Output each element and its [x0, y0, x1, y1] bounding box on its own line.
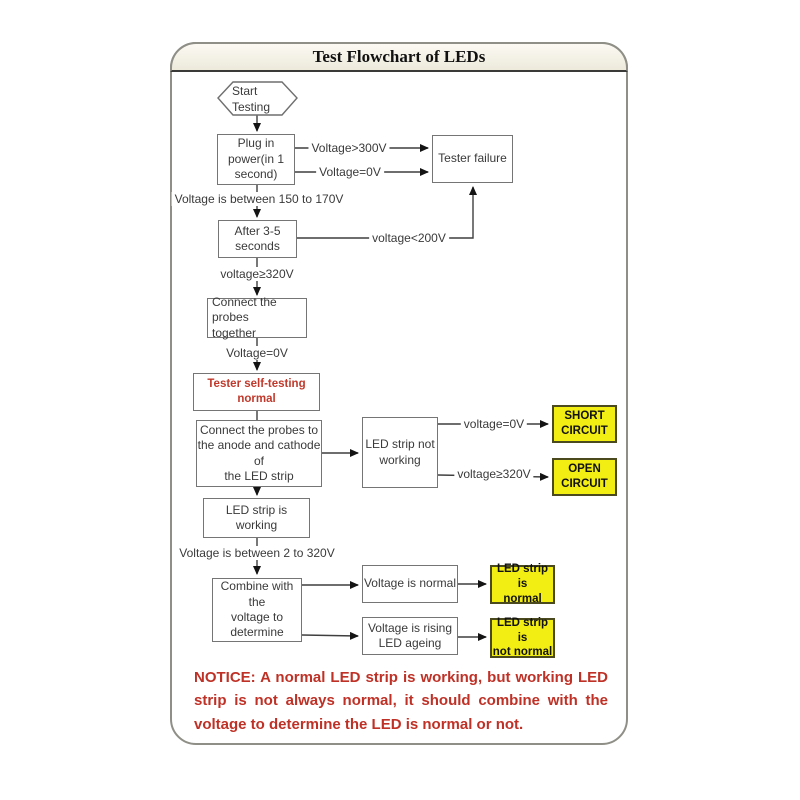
node-start: Start Testing [232, 84, 271, 114]
node-tester-failure: Tester failure [432, 135, 513, 183]
node-label: Voltage is normal [363, 576, 457, 591]
node-voltage-is-normal: Voltage is normal [362, 565, 458, 603]
notice-text: NOTICE: A normal LED strip is working, b… [194, 666, 608, 736]
node-label: Plug in power(in 1 second) [227, 136, 285, 182]
edge-label-voltage-ge-320-top: voltage≥320V [217, 267, 297, 281]
node-after-3-5-seconds: After 3-5 seconds [218, 220, 297, 258]
node-led-strip-is-normal: LED strip is normal [490, 563, 555, 605]
node-label: After 3-5 seconds [234, 223, 281, 253]
node-combine-with-voltage: Combine with the voltage to determine [212, 578, 302, 642]
node-tester-self-testing-normal: Tester self-testing normal [193, 373, 320, 411]
node-label: Tester self-testing normal [207, 378, 306, 405]
node-label: LED strip is not normal [492, 616, 553, 659]
notice-body: A normal LED strip is working, but worki… [194, 669, 608, 733]
node-label: Connect the probes to the anode and cath… [197, 422, 321, 483]
edge-label-voltage-2-320: Voltage is between 2 to 320V [176, 546, 338, 560]
edge-label-voltage-gt-300: Voltage>300V [308, 141, 390, 155]
node-open-circuit: OPEN CIRCUIT [552, 458, 617, 496]
node-plug-in-power: Plug in power(in 1 second) [217, 134, 295, 185]
edge-label-voltage-eq-0-right: voltage=0V [460, 417, 528, 431]
node-label: OPEN CIRCUIT [561, 463, 608, 490]
edge-label-voltage-150-170: Voltage is between 150 to 170V [171, 192, 347, 206]
edge-label-voltage-ge-320-right: voltage≥320V [454, 467, 534, 481]
edge-label-voltage-eq-0-mid: Voltage=0V [223, 346, 291, 360]
edge-label-voltage-eq-0-top: Voltage=0V [316, 165, 384, 179]
notice-prefix: NOTICE: [194, 669, 256, 686]
node-label: LED strip is normal [496, 563, 549, 605]
node-label: Combine with the voltage to determine [220, 579, 294, 640]
node-label: Connect the probes together [212, 294, 277, 340]
page-title: Test Flowchart of LEDs [312, 47, 486, 66]
node-short-circuit: SHORT CIRCUIT [552, 405, 617, 443]
node-voltage-is-rising: Voltage is rising LED ageing [362, 617, 458, 655]
node-label: LED strip is working [225, 502, 288, 532]
flowchart-title-bar: Test Flowchart of LEDs [170, 42, 628, 72]
node-label: Voltage is rising LED ageing [367, 620, 453, 650]
node-connect-probes-anode-cathode: Connect the probes to the anode and cath… [196, 420, 322, 487]
edge-label-voltage-lt-200: voltage<200V [369, 231, 449, 245]
node-label: Tester failure [438, 151, 507, 166]
node-label: LED strip not working [365, 437, 435, 467]
node-led-strip-is-not-normal: LED strip is not normal [490, 616, 555, 659]
node-connect-probes-together: Connect the probes together [207, 294, 307, 340]
start-hexagon [217, 81, 298, 116]
node-led-strip-not-working: LED strip not working [362, 417, 438, 488]
node-label: SHORT CIRCUIT [561, 410, 608, 437]
node-led-strip-is-working: LED strip is working [203, 498, 310, 538]
